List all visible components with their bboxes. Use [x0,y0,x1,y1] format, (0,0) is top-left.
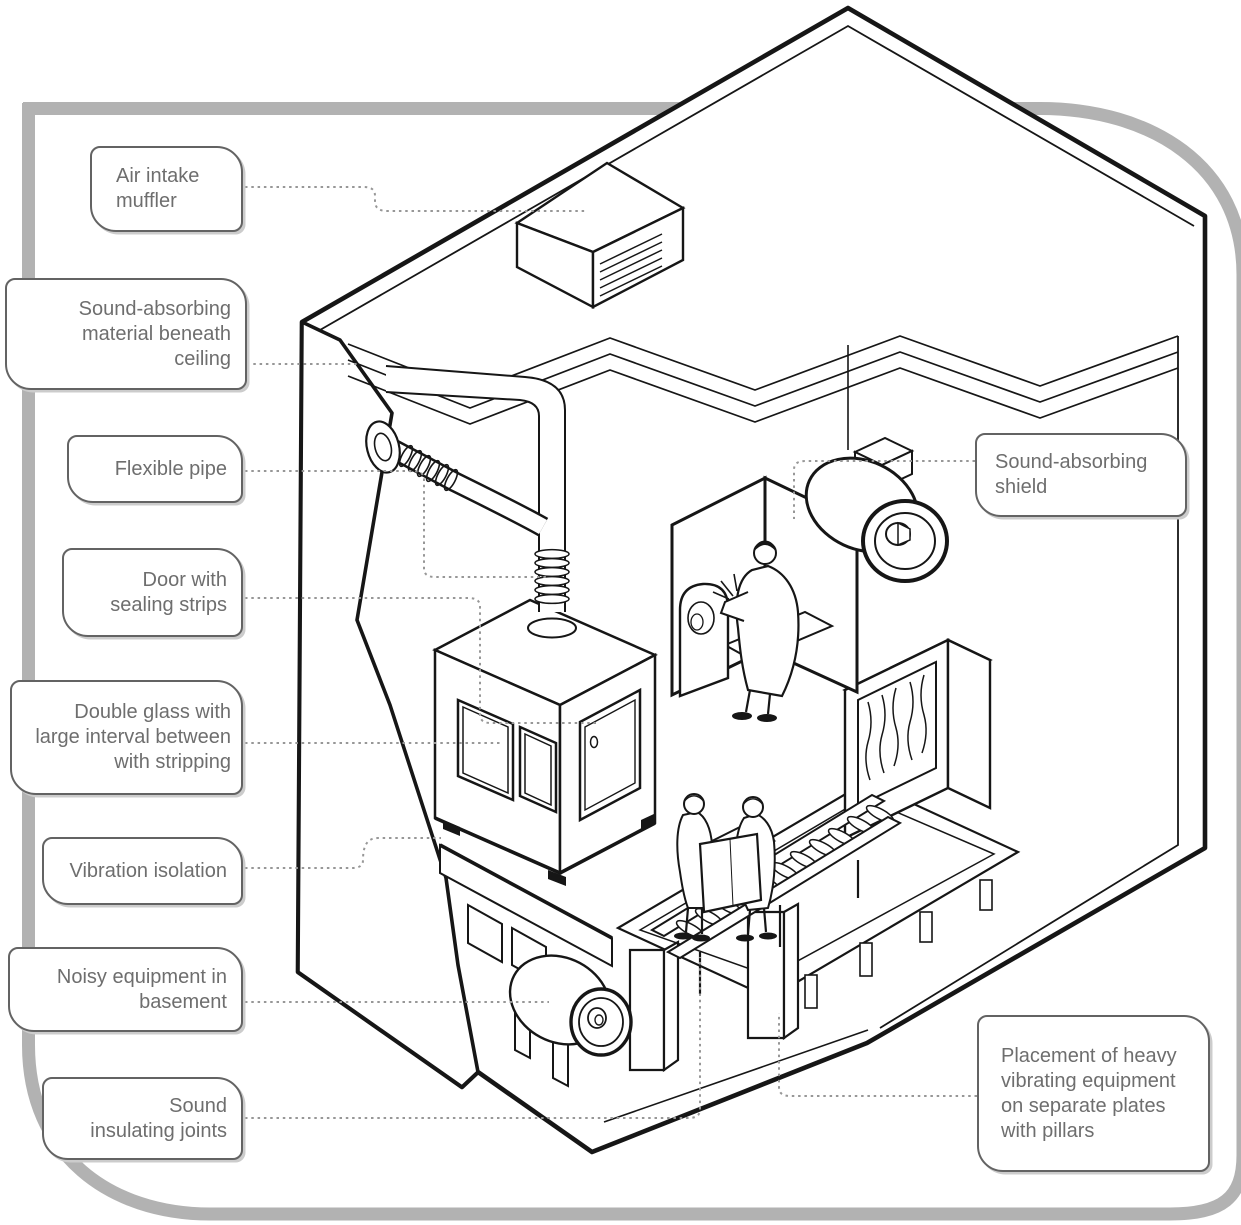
grinder-worker-figure [719,540,800,722]
leader-vibration-isolation [245,837,441,869]
furnace-strip-curtains [865,674,927,781]
machine-enclosure-drawing [432,598,658,886]
label-placement-heavy-equipment: Placement of heavy vibrating equipment o… [977,1015,1210,1172]
label-door-sealing-strips: Door with sealing strips [62,548,243,637]
leader-door-sealing [245,597,596,724]
label-sound-insulating-joints: Sound insulating joints [42,1077,243,1160]
leader-insulating-joints [245,957,701,1119]
muffler-louvers [599,233,663,297]
label-sound-absorbing-material: Sound-absorbing material beneath ceiling [5,278,247,390]
leader-shield [793,460,975,519]
leader-air-intake-muffler [245,186,585,212]
leader-flexible-pipe [245,470,549,578]
basement-blower-drawing [508,954,633,1088]
label-vibration-isolation: Vibration isolation [42,837,243,905]
leader-placement [778,1013,977,1097]
label-air-intake-muffler: Air intake muffler [90,146,243,232]
separate-plate-pillars-drawing [615,780,1021,1073]
leader-lines [245,186,977,1119]
air-intake-muffler-drawing [514,161,686,309]
label-noisy-equipment-basement: Noisy equipment in basement [8,947,243,1032]
flexible-pipe-drawing [365,365,577,639]
furnace-drawing [842,638,993,840]
cutaway-wall-band [296,320,480,1089]
fan-unit-drawing [804,436,949,583]
floor-slab [439,843,613,968]
vibration-isolator-feet [443,813,656,886]
label-flexible-pipe: Flexible pipe [67,435,243,503]
label-sound-absorbing-shield: Sound-absorbing shield [975,433,1187,517]
workers-blueprint-figures [674,793,777,942]
label-double-glass: Double glass with large interval between… [10,680,243,795]
window-double-glass [456,698,558,814]
